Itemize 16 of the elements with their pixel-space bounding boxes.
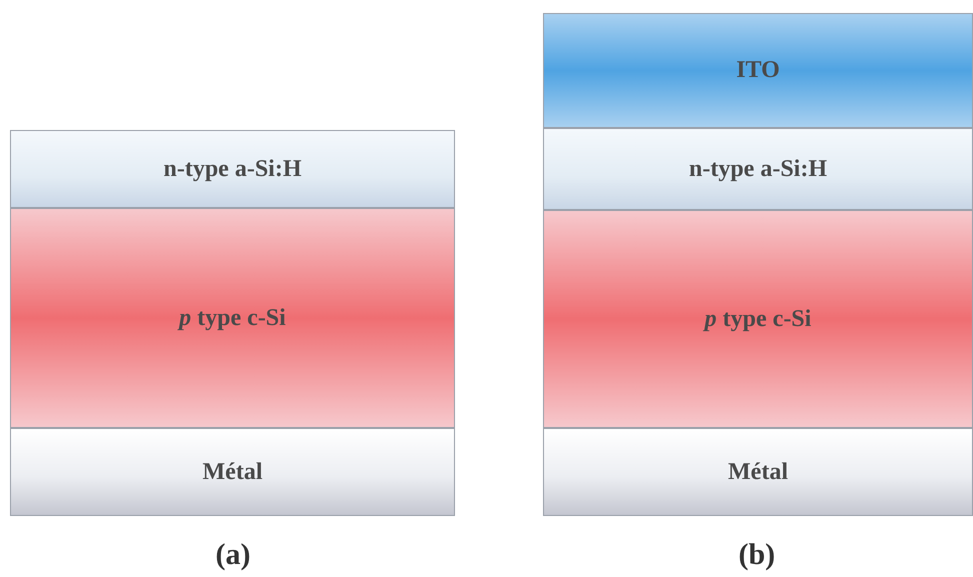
p-type-layer — [10, 208, 455, 428]
n-type-layer — [543, 128, 973, 210]
metal-layer — [10, 428, 455, 516]
layer-label: n-type a-Si:H — [689, 156, 827, 182]
p-type-layer — [543, 210, 973, 428]
ito-layer — [543, 13, 973, 128]
layer-label: p type c-Si — [704, 306, 812, 332]
n-type-layer — [10, 130, 455, 208]
layer-label: ITO — [736, 57, 780, 84]
layer-label: Métal — [202, 458, 262, 486]
layer-label: n-type a-Si:H — [164, 156, 302, 182]
layer-label: p type c-Si — [179, 304, 286, 332]
panel-caption: (a) — [216, 538, 250, 572]
panel-caption: (b) — [738, 538, 776, 572]
layer-label: Métal — [728, 458, 788, 486]
metal-layer — [543, 428, 973, 516]
